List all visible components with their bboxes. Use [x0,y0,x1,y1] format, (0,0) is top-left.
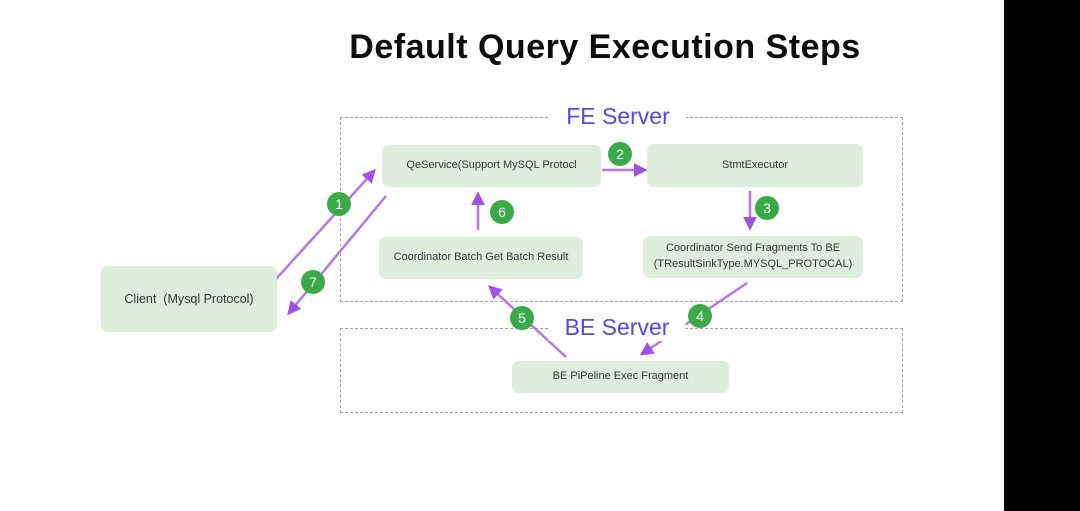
be-server-label: BE Server [548,314,686,341]
node-qeservice: QeService(Support MySQL Protocl [382,145,601,187]
node-client: Client (Mysql Protocol) [101,266,277,332]
page-title: Default Query Execution Steps [349,28,861,66]
step-badge-5: 5 [510,306,534,330]
node-be-pipeline: BE PiPeline Exec Fragment [512,361,729,393]
right-side-panel [1004,0,1080,511]
node-stmt-executor-label: StmtExecutor [721,158,789,171]
node-client-label: Client (Mysql Protocol) [124,291,254,306]
step-badge-6: 6 [490,200,514,224]
arrow-step-1 [275,168,376,280]
node-coordinator-send-line1: Coordinator Send Fragments To BE [665,242,841,255]
node-qeservice-label: QeService(Support MySQL Protocl [406,159,577,172]
node-be-pipeline-label: BE PiPeline Exec Fragment [552,370,689,383]
node-coordinator-send: Coordinator Send Fragments To BE (TResul… [643,236,863,278]
node-coordinator-batch: Coordinator Batch Get Batch Result [379,237,583,279]
arrow-step-7 [287,195,387,316]
step-badge-7: 7 [301,270,325,294]
fe-server-label: FE Server [550,103,686,130]
step-badge-2: 2 [608,142,632,166]
node-coordinator-batch-label: Coordinator Batch Get Batch Result [393,251,569,264]
node-coordinator-send-line2: (TResultSinkType.MYSQL_PROTOCAL) [653,258,853,270]
step-badge-3: 3 [755,196,779,220]
step-badge-4: 4 [688,304,712,328]
step-badge-1: 1 [327,192,351,216]
node-stmt-executor: StmtExecutor [647,144,863,187]
